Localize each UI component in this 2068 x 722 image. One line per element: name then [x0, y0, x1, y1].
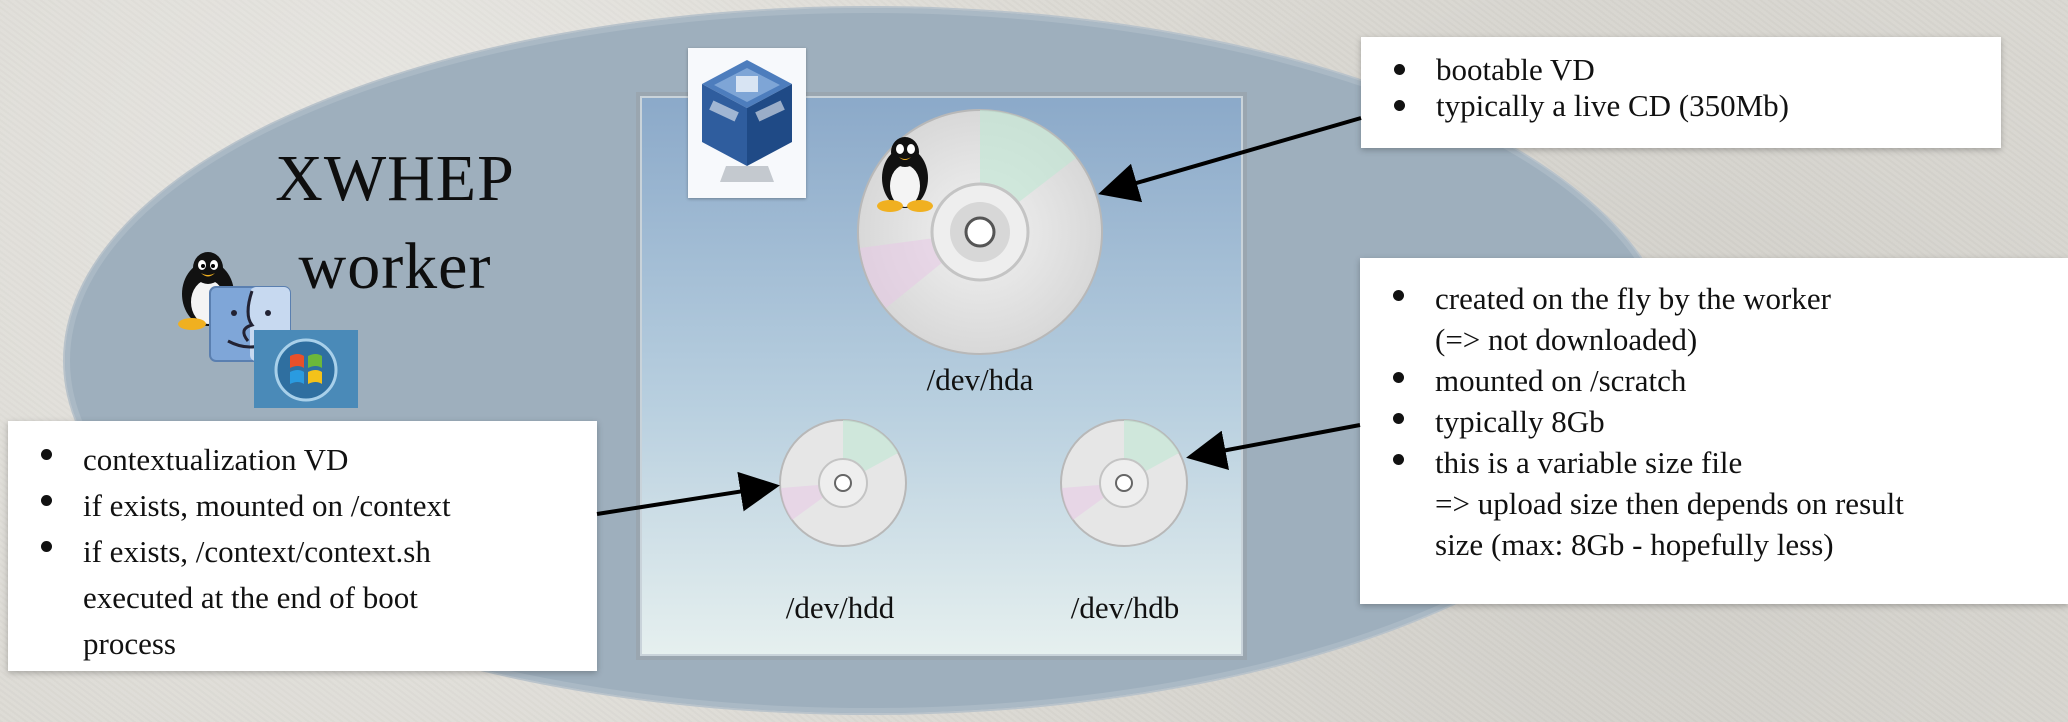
callout-bootable-item: typically a live CD (350Mb): [1361, 88, 2001, 124]
callout-context-item: contextualization VD: [8, 437, 597, 483]
callout-scratch-item: this is a variable size file: [1360, 442, 2068, 483]
worker-title: XWHEP worker: [230, 135, 560, 311]
worker-title-line1: XWHEP: [275, 142, 515, 215]
disk-hdd-label: /dev/hdd: [785, 590, 895, 625]
disk-hdb-icon: [1059, 418, 1189, 548]
callout-scratch-continuation: => upload size then depends on result: [1435, 486, 1904, 521]
worker-title-line2: worker: [298, 230, 492, 303]
disk-hda-tux-icon: [872, 132, 938, 212]
callout-scratch-item: created on the fly by the worker: [1360, 278, 2068, 319]
callout-bootable: bootable VD typically a live CD (350Mb): [1361, 37, 2001, 148]
arrow-context-to-hdd: [596, 471, 780, 516]
callout-context-continuation: executed at the end of boot: [83, 580, 418, 615]
callout-bootable-item: bootable VD: [1361, 52, 2001, 88]
callout-context-item: if exists, mounted on /context: [8, 483, 597, 529]
disk-hdb-label: /dev/hdb: [1070, 590, 1180, 625]
callout-context-continuation: process: [83, 626, 176, 661]
virtualbox-logo-icon: [688, 48, 806, 198]
callout-scratch-continuation: size (max: 8Gb - hopefully less): [1435, 527, 1834, 562]
arrow-bootable-to-hda: [1098, 116, 1362, 203]
callout-context-item: if exists, /context/context.sh: [8, 529, 597, 575]
arrow-scratch-to-hdb: [1186, 423, 1361, 470]
callout-scratch-item: typically 8Gb: [1360, 401, 2068, 442]
disk-hda-label: /dev/hda: [926, 362, 1034, 397]
callout-scratch: created on the fly by the worker (=> not…: [1360, 258, 2068, 604]
disk-hdd-icon: [778, 418, 908, 548]
callout-scratch-item: mounted on /scratch: [1360, 360, 2068, 401]
callout-scratch-continuation: (=> not downloaded): [1435, 322, 1698, 357]
windows-logo-icon: [254, 330, 358, 408]
callout-context: contextualization VD if exists, mounted …: [8, 421, 597, 671]
